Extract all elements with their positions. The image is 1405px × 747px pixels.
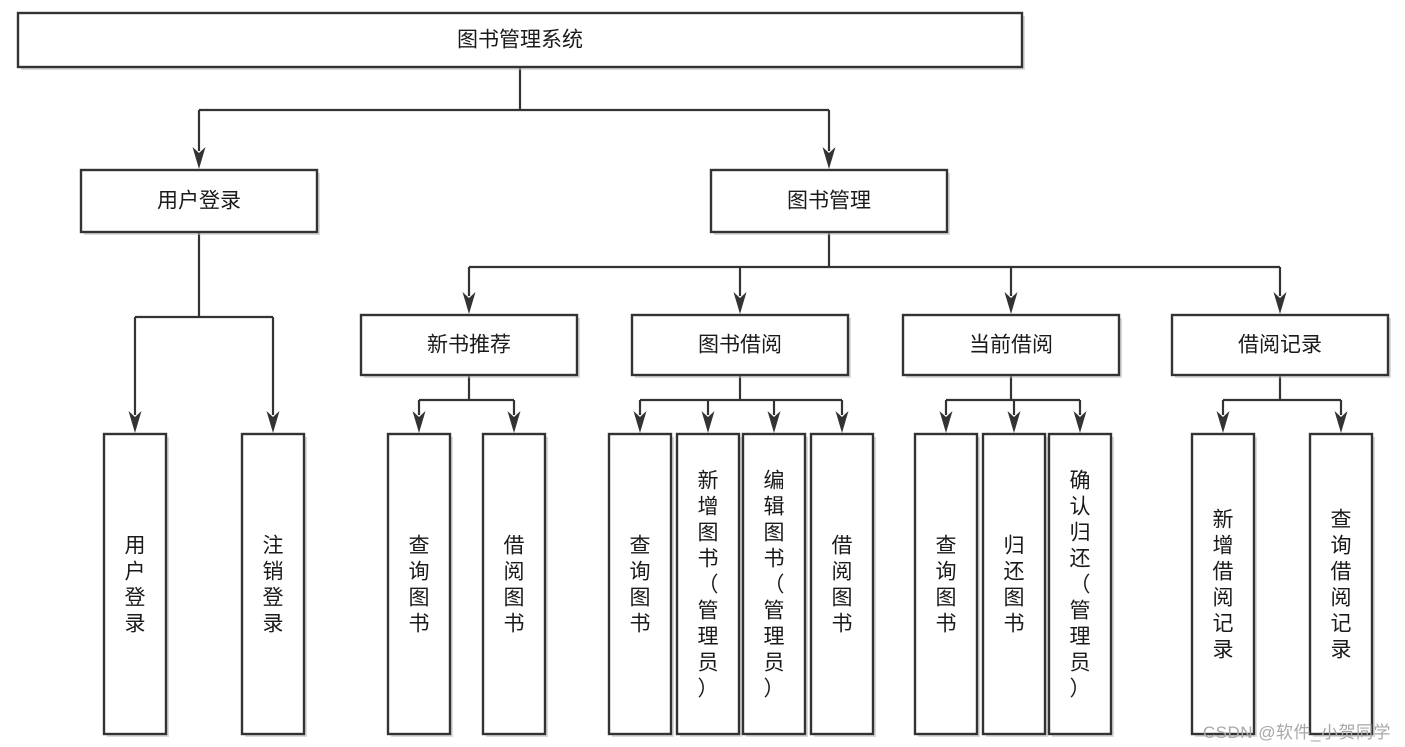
arrow-head-icon [1004,292,1018,314]
node-borrow-record[interactable]: 借阅记录 [1170,313,1391,378]
node-label: 归还图书 [1004,534,1025,635]
arrow-head-icon [633,411,647,433]
node-root[interactable]: 图书管理系统 [16,11,1025,70]
arrow-head-icon [266,411,280,433]
node-box [741,432,807,736]
node-label: 用户登录 [125,534,146,635]
node-leaf-bb-edit-book[interactable]: 编辑图书（管理员） [741,432,808,737]
node-box [901,313,1121,377]
node-box [913,432,979,736]
arrow-head-icon [767,411,781,433]
node-box [981,432,1047,736]
node-label: 新书推荐 [427,334,511,357]
node-box [1308,432,1374,736]
node-label: 查询图书 [936,534,957,635]
node-book-manage[interactable]: 图书管理 [709,168,950,235]
watermark-label: CSDN @软件_小贺同学 [1202,723,1391,742]
arrow-head-icon [507,411,521,433]
node-current-borrow[interactable]: 当前借阅 [901,313,1122,378]
node-box [386,432,452,736]
node-label: 查询图书 [630,534,651,635]
node-leaf-cb-return-book[interactable]: 归还图书 [981,432,1048,737]
arrow-head-icon [733,292,747,314]
node-box [675,432,741,736]
arrow-head-icon [835,411,849,433]
arrow-head-icon [1073,411,1087,433]
arrow-head-icon [192,147,206,169]
node-box [630,313,850,377]
arrow-head-icon [1216,411,1230,433]
node-label: 借阅图书 [504,534,525,635]
arrow-head-icon [412,411,426,433]
node-box [481,432,547,736]
arrow-head-icon [939,411,953,433]
node-box [79,168,319,234]
node-box [607,432,673,736]
node-box [1170,313,1390,377]
node-label: 新增图书（管理员） [698,469,719,700]
node-book-borrow[interactable]: 图书借阅 [630,313,851,378]
node-box [1047,432,1113,736]
node-label: 图书借阅 [698,334,782,357]
node-label: 借阅图书 [832,534,853,635]
node-leaf-user-login[interactable]: 用户登录 [102,432,169,737]
node-leaf-br-query-record[interactable]: 查询借阅记录 [1308,432,1375,737]
arrow-head-icon [1334,411,1348,433]
arrow-head-icon [701,411,715,433]
node-label: 借阅记录 [1238,334,1322,357]
node-box [1190,432,1256,736]
node-label: 注销登录 [263,534,284,635]
node-label: 当前借阅 [969,334,1053,357]
arrow-head-icon [822,147,836,169]
node-leaf-user-logout[interactable]: 注销登录 [240,432,307,737]
node-leaf-rec-borrow-book[interactable]: 借阅图书 [481,432,548,737]
node-label: 图书管理系统 [457,29,583,52]
node-box [16,11,1024,69]
node-label: 确认归还（管理员） [1070,469,1091,700]
node-box [709,168,949,234]
node-leaf-rec-query-book[interactable]: 查询图书 [386,432,453,737]
node-box [240,432,306,736]
node-box [102,432,168,736]
node-box [809,432,875,736]
arrow-head-icon [1007,411,1021,433]
node-leaf-cb-query-book[interactable]: 查询图书 [913,432,980,737]
node-layer: 图书管理系统用户登录图书管理新书推荐图书借阅当前借阅借阅记录用户登录注销登录查询… [16,11,1391,737]
node-leaf-bb-add-book[interactable]: 新增图书（管理员） [675,432,742,737]
node-user-login[interactable]: 用户登录 [79,168,320,235]
node-leaf-br-add-record[interactable]: 新增借阅记录 [1190,432,1257,737]
node-label: 新增借阅记录 [1213,508,1234,661]
node-leaf-cb-confirm-return[interactable]: 确认归还（管理员） [1047,432,1114,737]
node-new-book-rec[interactable]: 新书推荐 [359,313,580,378]
node-label: 编辑图书（管理员） [764,469,785,700]
node-label: 图书管理 [787,190,871,213]
node-label: 用户登录 [157,190,241,213]
node-label: 查询图书 [409,534,430,635]
arrow-head-icon [128,411,142,433]
node-label: 查询借阅记录 [1331,508,1352,661]
arrow-head-icon [462,292,476,314]
node-leaf-bb-query-book[interactable]: 查询图书 [607,432,674,737]
edge-layer [128,67,1348,433]
arrow-head-icon [1273,292,1287,314]
node-box [359,313,579,377]
node-leaf-bb-borrow-book[interactable]: 借阅图书 [809,432,876,737]
